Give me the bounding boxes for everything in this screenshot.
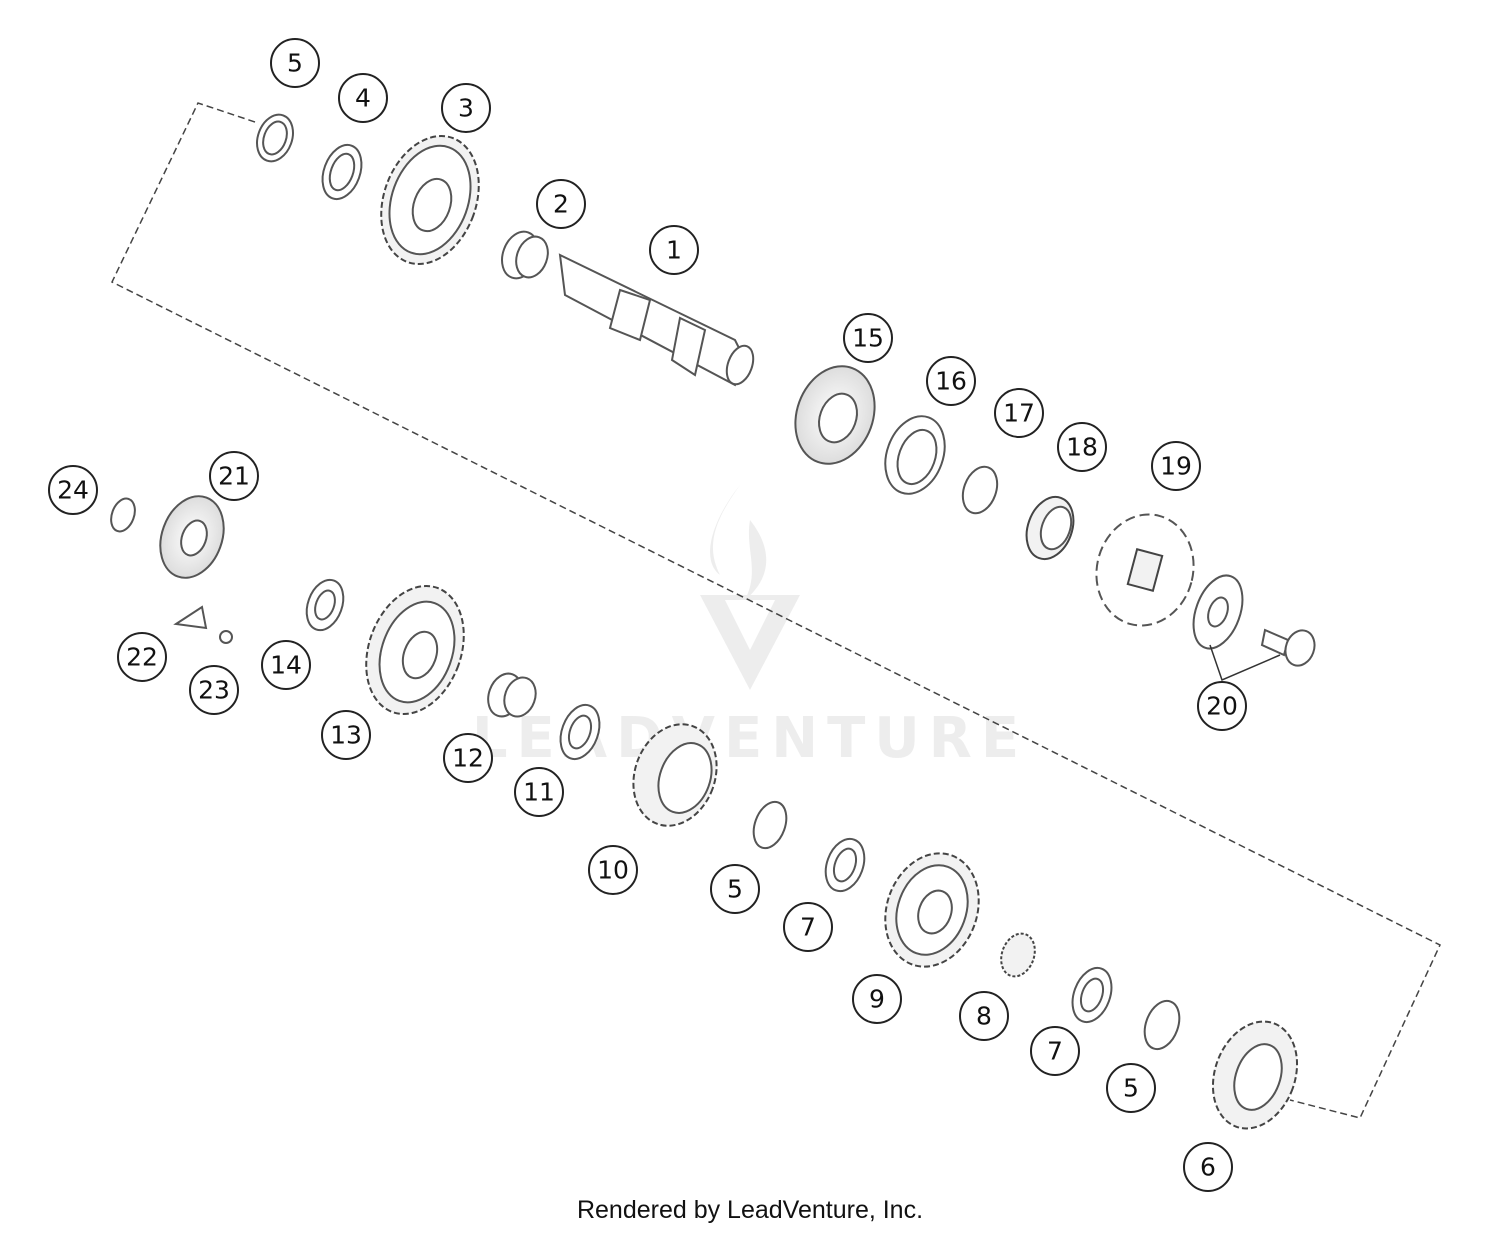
main-shaft — [558, 253, 755, 387]
washer-14 — [305, 578, 345, 632]
svg-text:12: 12 — [452, 744, 484, 773]
callout-2: 2 — [536, 179, 586, 229]
svg-text:8: 8 — [976, 1002, 992, 1031]
callout-11: 11 — [514, 767, 564, 817]
svg-text:23: 23 — [198, 676, 230, 705]
svg-text:7: 7 — [800, 913, 816, 942]
assembly-outline — [111, 102, 1441, 1119]
callout-24: 24 — [48, 465, 98, 515]
bearing-15 — [794, 365, 876, 465]
sprocket-19 — [1095, 513, 1195, 627]
svg-text:5: 5 — [727, 875, 743, 904]
rendered-by-footer: Rendered by LeadVenture, Inc. — [576, 1196, 924, 1224]
bushing-12 — [487, 672, 537, 718]
svg-text:21: 21 — [218, 462, 250, 491]
callout-8: 8 — [959, 991, 1009, 1041]
washer-7b — [1071, 966, 1113, 1024]
washer-upper — [321, 143, 363, 201]
callout-13: 13 — [321, 710, 371, 760]
svg-text:24: 24 — [57, 476, 89, 505]
gear-upper — [380, 135, 480, 265]
callout-21: 21 — [209, 451, 259, 501]
needle-bearing-8 — [1000, 932, 1036, 978]
leader-20 — [1209, 644, 1281, 682]
cam-22 — [173, 605, 208, 630]
screw-23 — [219, 630, 233, 644]
callout-18: 18 — [1057, 422, 1107, 472]
circlip-lower-5b — [1143, 999, 1181, 1051]
callout-22: 22 — [117, 632, 167, 682]
svg-text:5: 5 — [287, 49, 303, 78]
callout-7-b: 7 — [1030, 1026, 1080, 1076]
svg-text:7: 7 — [1047, 1037, 1063, 1066]
callout-12: 12 — [443, 733, 493, 783]
gear-shaft-6 — [1211, 1020, 1299, 1130]
svg-text:9: 9 — [869, 985, 885, 1014]
callout-5-lower-b: 5 — [1106, 1063, 1156, 1113]
svg-text:11: 11 — [523, 778, 555, 807]
svg-text:18: 18 — [1066, 433, 1098, 462]
svg-text:20: 20 — [1206, 692, 1238, 721]
bearing-21 — [159, 495, 225, 579]
washer-7a — [824, 837, 866, 893]
circlip-lower-5a — [752, 800, 788, 850]
watermark: LEADVENTURE — [472, 485, 1028, 771]
spacer-18 — [1025, 496, 1075, 560]
svg-text:3: 3 — [458, 94, 474, 123]
svg-text:13: 13 — [330, 721, 362, 750]
oring-17 — [961, 465, 999, 515]
watermark-text: LEADVENTURE — [472, 706, 1028, 771]
needle-bearing-upper — [501, 230, 549, 280]
callout-23: 23 — [189, 665, 239, 715]
callout-5-lower-a: 5 — [710, 864, 760, 914]
gear-13 — [365, 585, 465, 715]
circlip-upper — [256, 113, 294, 163]
seal-16 — [884, 415, 946, 495]
callout-4: 4 — [338, 73, 388, 123]
gear-9 — [884, 852, 980, 968]
callout-9: 9 — [852, 974, 902, 1024]
callout-10: 10 — [588, 845, 638, 895]
svg-text:6: 6 — [1200, 1153, 1216, 1182]
svg-text:1: 1 — [666, 236, 682, 265]
svg-text:5: 5 — [1123, 1074, 1139, 1103]
circlip-24 — [110, 497, 136, 533]
callout-1: 1 — [649, 225, 699, 275]
svg-text:19: 19 — [1160, 452, 1192, 481]
svg-text:15: 15 — [852, 324, 884, 353]
callout-15: 15 — [843, 313, 893, 363]
svg-text:4: 4 — [355, 84, 371, 113]
svg-text:2: 2 — [553, 190, 569, 219]
washer-11 — [559, 703, 601, 761]
svg-text:16: 16 — [935, 367, 967, 396]
svg-text:10: 10 — [597, 856, 629, 885]
callout-14: 14 — [261, 640, 311, 690]
callout-5-upper: 5 — [270, 38, 320, 88]
gear-10 — [632, 723, 718, 827]
washer-20 — [1192, 574, 1244, 650]
callout-19: 19 — [1151, 441, 1201, 491]
svg-text:14: 14 — [270, 651, 302, 680]
svg-text:22: 22 — [126, 643, 158, 672]
callout-3: 3 — [441, 83, 491, 133]
callout-6: 6 — [1183, 1142, 1233, 1192]
bolt-20 — [1260, 628, 1316, 667]
callout-17: 17 — [994, 388, 1044, 438]
callout-20: 20 — [1197, 681, 1247, 731]
callout-16: 16 — [926, 356, 976, 406]
svg-text:17: 17 — [1003, 399, 1035, 428]
callout-7-a: 7 — [783, 902, 833, 952]
